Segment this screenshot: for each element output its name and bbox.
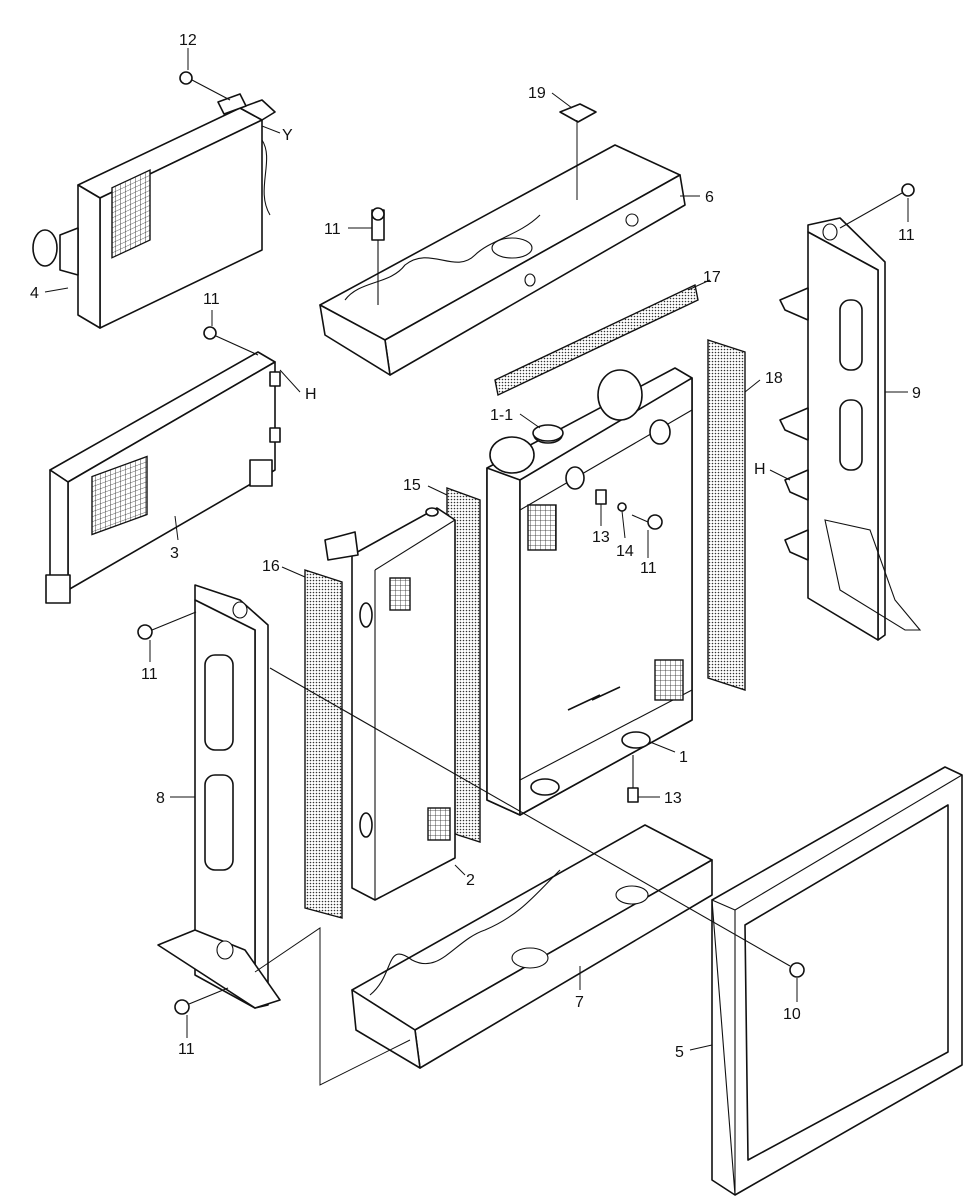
callout-4: 4: [30, 285, 39, 302]
callout-11-mid-left: 11: [203, 291, 220, 308]
oring-part-14: [617, 502, 627, 512]
radiator-part-1: [486, 367, 693, 816]
callout-18: 18: [765, 370, 783, 387]
callout-9: 9: [912, 385, 921, 402]
seal-part-16: [304, 569, 343, 919]
callout-13-upper: 13: [592, 529, 610, 546]
plug-part-13-lower: [627, 755, 639, 803]
callout-19: 19: [528, 85, 546, 102]
seal-part-18: [707, 339, 746, 691]
bolt-part-11-bottom: [174, 987, 229, 1015]
callout-11-top-left: 11: [324, 221, 341, 238]
callout-leaders: [44, 48, 909, 1051]
callout-10: 10: [783, 1006, 801, 1023]
bolt-part-11-top-left: [371, 207, 385, 305]
callout-H-left: H: [305, 386, 317, 403]
callout-Y: Y: [282, 127, 293, 144]
callout-3: 3: [170, 545, 179, 562]
callout-14: 14: [616, 543, 634, 560]
lower-channel-part-7: [351, 824, 713, 1069]
callout-2: 2: [466, 872, 475, 889]
cap-part-1-1: [532, 424, 564, 442]
callout-6: 6: [705, 189, 714, 206]
callout-11-bottom: 11: [178, 1041, 195, 1058]
condenser-part-3: [45, 351, 281, 604]
callout-1: 1: [679, 749, 688, 766]
side-bracket-part-9: [779, 217, 922, 641]
callout-1-1: 1-1: [490, 407, 513, 424]
callout-11-center: 11: [640, 560, 657, 577]
callout-7: 7: [575, 994, 584, 1011]
callout-15: 15: [403, 477, 421, 494]
side-bracket-part-8: [157, 584, 281, 1009]
bolt-part-11-center: [631, 514, 663, 530]
plug-part-13-upper: [595, 489, 607, 505]
bolt-part-11-top-right: [839, 183, 915, 229]
callout-17: 17: [703, 269, 721, 286]
callout-12: 12: [179, 32, 197, 49]
upper-channel-part-6: [319, 144, 686, 376]
callout-11-left: 11: [141, 666, 158, 683]
callout-5: 5: [675, 1044, 684, 1061]
assembly-line-lower: [254, 927, 411, 1086]
label-part-19: [559, 103, 597, 123]
shroud-frame-part-5: [711, 766, 963, 1196]
intercooler-part-4: [32, 93, 276, 329]
bolt-part-11-left: [137, 611, 197, 640]
callout-16: 16: [262, 558, 280, 575]
seal-part-17: [494, 283, 699, 397]
bolt-part-12: [179, 71, 231, 101]
bolt-part-10: [269, 667, 805, 978]
oil-cooler-part-2: [324, 507, 456, 901]
callout-11-top-right: 11: [898, 227, 915, 244]
callout-13-lower: 13: [664, 790, 682, 807]
callout-8: 8: [156, 790, 165, 807]
callout-H-right: H: [754, 461, 766, 478]
bolt-part-11-mid-left: [203, 326, 259, 356]
